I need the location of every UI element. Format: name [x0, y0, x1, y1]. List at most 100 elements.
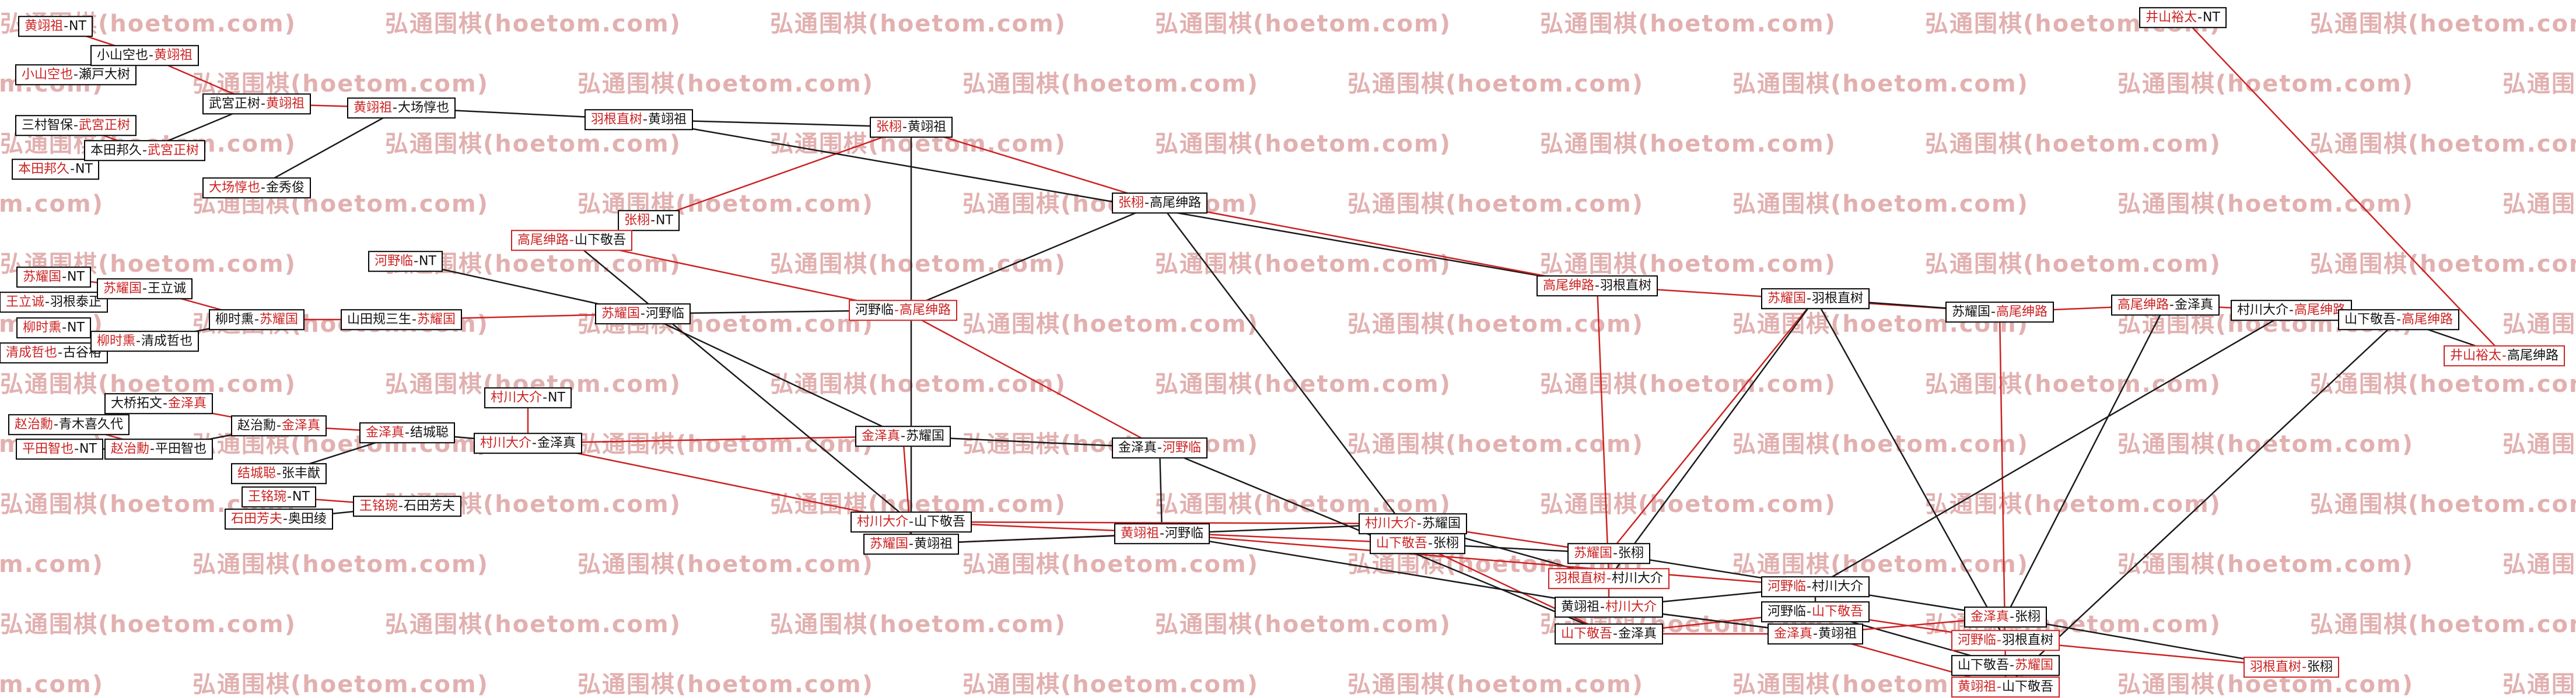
player-name-right: 张栩 [2306, 660, 2333, 675]
match-box[interactable]: 结城聪-张丰猷 [231, 463, 327, 484]
match-box[interactable]: 金泽真-河野临 [1112, 437, 1208, 458]
match-box[interactable]: 金泽真-黄翊祖 [1768, 623, 1863, 644]
player-name-left: 山下敬吾 [1376, 536, 1428, 551]
match-box[interactable]: 苏耀国-河野临 [595, 303, 691, 324]
vs-separator: - [1144, 195, 1149, 211]
match-box[interactable]: 苏耀国-黄翊祖 [863, 534, 959, 555]
match-box[interactable]: 柳时熏-苏耀国 [209, 309, 304, 330]
match-box[interactable]: 河野临-高尾绅路 [849, 300, 957, 321]
match-box[interactable]: 张栩-高尾绅路 [1112, 192, 1208, 213]
match-box[interactable]: 井山裕太-NT [2139, 7, 2227, 28]
player-name-right: 高尾绅路 [899, 303, 951, 318]
vs-separator: - [261, 180, 265, 195]
match-box[interactable]: 黄翊祖-村川大介 [1555, 597, 1663, 618]
match-box[interactable]: 王铭琬-NT [242, 486, 316, 507]
match-box[interactable]: 赵治勳-平田智也 [104, 439, 213, 460]
match-box[interactable]: 大场惇也-金秀俊 [202, 177, 311, 198]
player-name-right: 奥田绫 [288, 511, 327, 527]
match-box[interactable]: 石田芳夫-奥田绫 [225, 508, 333, 529]
match-box[interactable]: 本田邦久-NT [12, 159, 99, 180]
player-name-right: 黄翊祖 [1818, 626, 1857, 641]
vs-separator: - [261, 96, 265, 111]
match-box[interactable]: 苏耀国-高尾绅路 [1945, 301, 2054, 322]
match-box[interactable]: 山下敬吾-苏耀国 [1951, 655, 2060, 676]
match-box[interactable]: 村川大介-NT [484, 387, 572, 408]
match-box[interactable]: 河野临-NT [368, 251, 443, 272]
bracket-edge [2005, 319, 2399, 688]
match-box[interactable]: 黄翊祖-山下敬吾 [1951, 676, 2060, 697]
match-box[interactable]: 小山空也-瀬戸大树 [15, 64, 136, 85]
match-box[interactable]: 本田邦久-武宮正树 [84, 140, 205, 161]
player-name-right: 张栩 [2014, 609, 2041, 625]
bracket-edge [2004, 304, 2166, 618]
match-box[interactable]: 三村智保-武宮正树 [15, 115, 136, 136]
vs-separator: - [276, 466, 281, 481]
match-box[interactable]: 苏耀国-羽根直树 [1761, 288, 1870, 309]
match-box[interactable]: 黄翊祖-NT [18, 16, 93, 37]
match-box[interactable]: 高尾绅路-山下敬吾 [511, 230, 632, 251]
match-box[interactable]: 高尾绅路-金泽真 [2111, 294, 2220, 315]
match-box[interactable]: 苏耀国-NT [16, 266, 91, 287]
player-name-right: 苏耀国 [259, 312, 298, 327]
vs-separator: - [62, 269, 67, 285]
match-box[interactable]: 河野临-羽根直树 [1951, 630, 2060, 651]
player-name-left: 黄翊祖 [354, 100, 393, 115]
match-box[interactable]: 山田规三生-苏耀国 [341, 309, 462, 330]
match-box[interactable]: 村川大介-山下敬吾 [850, 511, 972, 532]
match-box[interactable]: 山下敬吾-张栩 [1370, 533, 1465, 554]
match-box[interactable]: 清成哲也-古谷裕 [0, 342, 108, 363]
match-box[interactable]: 大桥拓文-金泽真 [104, 393, 213, 414]
match-box[interactable]: 金泽真-张栩 [1964, 606, 2047, 627]
vs-separator: - [1807, 604, 1811, 619]
match-box[interactable]: 村川大介-高尾绅路 [2231, 300, 2352, 321]
match-box[interactable]: 村川大介-苏耀国 [1359, 513, 1467, 534]
match-box[interactable]: 黄翊祖-河野临 [1114, 523, 1210, 544]
match-box[interactable]: 平田智也-NT [16, 439, 103, 460]
vs-separator: - [1807, 291, 1811, 306]
match-box[interactable]: 苏耀国-王立诚 [97, 278, 192, 299]
match-box[interactable]: 赵治勳-金泽真 [231, 415, 327, 436]
match-box[interactable]: 武宮正树-黄翊祖 [202, 93, 311, 114]
match-box[interactable]: 山下敬吾-金泽真 [1555, 623, 1663, 644]
player-name-left: 张栩 [1118, 195, 1144, 211]
match-box[interactable]: 柳时熏-NT [16, 317, 91, 338]
player-name-right: 羽根直树 [1600, 278, 1651, 293]
vs-separator: - [909, 514, 914, 529]
bracket-edge [1608, 298, 1817, 579]
player-name-left: 赵治勳 [111, 441, 150, 457]
match-box[interactable]: 张栩-NT [618, 210, 680, 231]
match-box[interactable]: 王立诚-羽根泰正 [0, 292, 108, 313]
match-box[interactable]: 苏耀国-张栩 [1567, 543, 1650, 564]
match-box[interactable]: 羽根直树-村川大介 [1548, 568, 1670, 589]
player-name-left: 苏耀国 [601, 306, 640, 321]
match-box[interactable]: 高尾绅路-羽根直树 [1536, 275, 1658, 296]
player-name-left: 张栩 [624, 213, 650, 228]
match-box[interactable]: 河野临-村川大介 [1761, 576, 1870, 597]
player-name-right: 张丰猷 [281, 466, 320, 481]
match-box[interactable]: 黄翊祖-大场惇也 [347, 97, 456, 118]
player-name-right: 武宮正树 [78, 118, 130, 133]
match-box[interactable]: 河野临-山下敬吾 [1761, 601, 1870, 622]
player-name-left: 金泽真 [862, 429, 901, 444]
match-box[interactable]: 赵治勳-青木喜久代 [8, 414, 130, 435]
player-name-left: 苏耀国 [103, 281, 142, 296]
match-box[interactable]: 羽根直树-黄翊祖 [584, 109, 693, 130]
bracket-edge [256, 107, 402, 189]
vs-separator: - [2010, 658, 2014, 673]
match-box[interactable]: 柳时熏-清成哲也 [90, 331, 199, 352]
match-box[interactable]: 金泽真-苏耀国 [855, 426, 951, 447]
match-box[interactable]: 井山裕太-高尾绅路 [2444, 345, 2565, 366]
vs-separator: - [1997, 633, 2001, 648]
match-box[interactable]: 村川大介-金泽真 [474, 433, 582, 454]
match-box[interactable]: 小山空也-黄翊祖 [90, 45, 199, 66]
match-box[interactable]: 金泽真-结城聪 [359, 422, 455, 443]
match-box[interactable]: 山下敬吾-高尾绅路 [2338, 309, 2459, 330]
match-box[interactable]: 羽根直树-张栩 [2244, 657, 2339, 678]
player-name-left: 村川大介 [491, 390, 542, 405]
match-box[interactable]: 王铭琬-石田芳夫 [353, 496, 461, 517]
vs-separator: - [142, 281, 147, 296]
match-box[interactable]: 张栩-黄翊祖 [870, 117, 953, 138]
player-name-left: 山下敬吾 [1561, 626, 1613, 641]
bracket-edge [911, 126, 1160, 204]
player-name-left: 河野临 [855, 303, 894, 318]
